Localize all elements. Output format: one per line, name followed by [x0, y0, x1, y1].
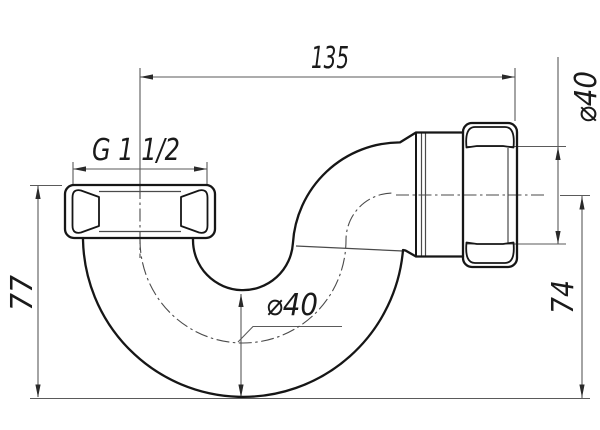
dimension-labels: 135 G 1 1/2 77 74 ⌀40 ⌀40: [5, 41, 600, 323]
outlet-nut-bevel-top: [465, 126, 515, 149]
arrow-d40r-bottom: [555, 231, 561, 244]
arrow-77-bottom: [35, 384, 41, 398]
inlet-nut-bevel-right: [180, 189, 209, 234]
body-detail-lines: [99, 133, 509, 256]
arrow-tube-top: [238, 294, 244, 307]
trap-outer-wall: [81, 236, 465, 399]
arrow-77-top: [35, 185, 41, 199]
dim-label-thread: G 1 1/2: [92, 133, 180, 168]
outlet-nut: [461, 121, 519, 269]
arrow-thread-left: [73, 166, 86, 172]
dim-label-tube-diameter: ⌀40: [266, 288, 318, 323]
arrow-74-top: [579, 196, 585, 210]
dim-label-height-right: 74: [546, 280, 581, 314]
dim-label-outlet-diameter: ⌀40: [569, 71, 600, 123]
centerlines: [139, 186, 546, 344]
body-outline: [63, 121, 519, 399]
arrow-tube-bottom: [238, 384, 244, 398]
dim-label-overall-width: 135: [311, 41, 349, 76]
arrow-d40r-top: [555, 147, 561, 160]
inlet-nut-bevel-left: [71, 189, 100, 234]
centerline-bend: [139, 192, 394, 344]
arrow-135-left: [140, 74, 153, 80]
arrow-135-right: [502, 74, 515, 80]
leader-tube-diameter: [237, 325, 342, 343]
tangent-silhouette-line: [295, 245, 404, 252]
dim-label-height-left: 77: [5, 275, 40, 311]
trap-inner-wall: [191, 131, 465, 292]
arrow-thread-right: [194, 166, 207, 172]
arrowheads: [35, 74, 585, 398]
dimension-lines: [30, 57, 590, 400]
arrow-74-bottom: [579, 384, 585, 398]
outlet-nut-bevel-bottom: [465, 241, 515, 264]
inlet-nut: [63, 183, 217, 240]
